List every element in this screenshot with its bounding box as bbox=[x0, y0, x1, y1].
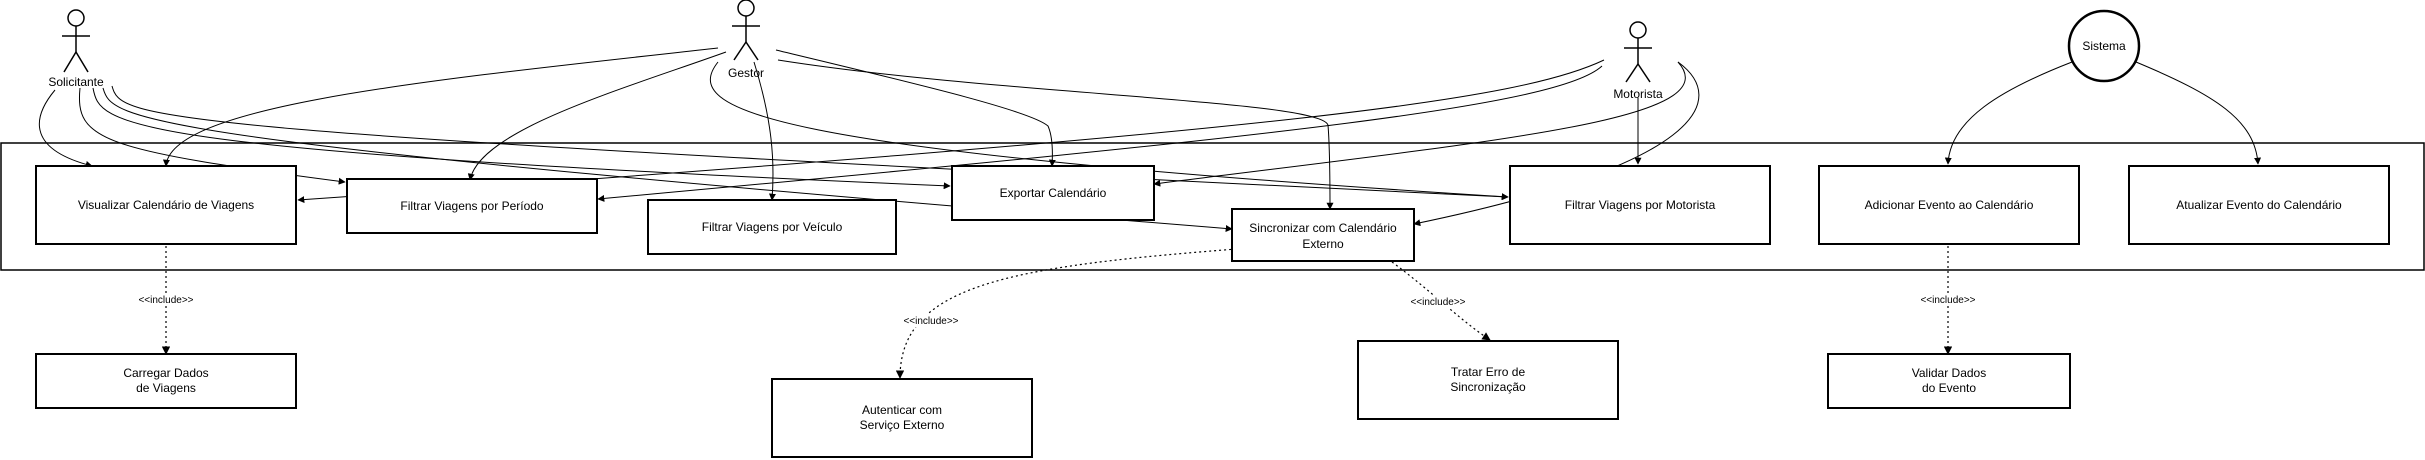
svg-text:Externo: Externo bbox=[1302, 237, 1344, 251]
assoc-solicitante-visualizar bbox=[38, 89, 93, 168]
assoc-gestor-filtrar-periodo bbox=[467, 51, 727, 181]
use-case-exportar-label: Exportar Calendário bbox=[1000, 186, 1107, 200]
use-case-sincronizar[interactable]: Sincronizar com Calendário Externo bbox=[1231, 208, 1415, 262]
use-case-filtrar-veiculo-label: Filtrar Viagens por Veículo bbox=[702, 220, 843, 234]
use-case-autenticar[interactable]: Autenticar com Serviço Externo bbox=[771, 378, 1033, 458]
assoc-gestor-visualizar bbox=[162, 47, 719, 167]
assoc-motorista-exportar bbox=[1153, 61, 1686, 187]
include-label-autenticar: <<include>> bbox=[903, 316, 958, 327]
actor-solicitante-label: Solicitante bbox=[48, 75, 104, 89]
assoc-solicitante-exportar bbox=[92, 87, 951, 190]
svg-text:Tratar Erro de: Tratar Erro de bbox=[1451, 365, 1526, 379]
svg-text:de Viagens: de Viagens bbox=[136, 381, 196, 395]
actor-sistema-label: Sistema bbox=[2082, 39, 2126, 53]
include-label-carregar: <<include>> bbox=[138, 295, 193, 306]
assoc-gestor-filtrar-veiculo bbox=[753, 61, 776, 201]
assoc-sistema-adicionar bbox=[1944, 61, 2073, 165]
use-case-atualizar-evento-label: Atualizar Evento do Calendário bbox=[2176, 198, 2342, 212]
use-case-sincronizar-label-2: Externo bbox=[1302, 237, 1344, 251]
use-case-tratar-erro[interactable]: Tratar Erro de Sincronização bbox=[1357, 340, 1619, 420]
use-case-carregar-dados-label-2: de Viagens bbox=[136, 381, 196, 395]
assoc-gestor-exportar bbox=[775, 49, 1056, 167]
use-case-filtrar-periodo-label: Filtrar Viagens por Período bbox=[400, 199, 544, 213]
use-case-filtrar-motorista[interactable]: Filtrar Viagens por Motorista bbox=[1509, 165, 1771, 245]
include-label-validar: <<include>> bbox=[1920, 295, 1975, 306]
use-case-adicionar-evento[interactable]: Adicionar Evento ao Calendário bbox=[1818, 165, 2080, 245]
include-relations bbox=[161, 245, 1953, 379]
actor-gestor-label: Gestor bbox=[728, 66, 764, 80]
svg-text:Validar Dados: Validar Dados bbox=[1912, 366, 1986, 380]
include-sincronizar-autenticar bbox=[895, 245, 1277, 379]
use-case-filtrar-periodo[interactable]: Filtrar Viagens por Período bbox=[346, 178, 598, 234]
svg-text:Autenticar com: Autenticar com bbox=[862, 403, 942, 417]
svg-text:Sincronizar com Calendário: Sincronizar com Calendário bbox=[1249, 221, 1397, 235]
use-case-validar-dados-label-2: do Evento bbox=[1922, 381, 1976, 395]
assoc-solicitante-sincronizar bbox=[102, 87, 1233, 232]
assoc-motorista-filtrar-periodo bbox=[597, 65, 1603, 202]
use-case-visualizar-label: Visualizar Calendário de Viagens bbox=[78, 198, 254, 212]
use-case-tratar-erro-label-1: Tratar Erro de bbox=[1451, 365, 1526, 379]
system-boundary bbox=[0, 142, 2425, 271]
use-case-sincronizar-label-1: Sincronizar com Calendário bbox=[1249, 221, 1397, 235]
svg-text:Carregar Dados: Carregar Dados bbox=[123, 366, 208, 380]
use-case-atualizar-evento[interactable]: Atualizar Evento do Calendário bbox=[2128, 165, 2390, 245]
actor-motorista-label: Motorista bbox=[1613, 87, 1663, 101]
use-case-validar-dados[interactable]: Validar Dados do Evento bbox=[1827, 353, 2071, 409]
associations bbox=[38, 47, 2262, 232]
svg-text:Serviço Externo: Serviço Externo bbox=[860, 418, 945, 432]
actor-gestor[interactable] bbox=[732, 0, 760, 61]
use-case-filtrar-motorista-label: Filtrar Viagens por Motorista bbox=[1565, 198, 1716, 212]
use-case-validar-dados-label-1: Validar Dados bbox=[1912, 366, 1986, 380]
use-case-carregar-dados-label-1: Carregar Dados bbox=[123, 366, 208, 380]
assoc-solicitante-motorista bbox=[111, 85, 1509, 201]
svg-text:do Evento: do Evento bbox=[1922, 381, 1976, 395]
use-case-filtrar-veiculo[interactable]: Filtrar Viagens por Veículo bbox=[647, 199, 897, 255]
include-label-tratar-erro: <<include>> bbox=[1410, 297, 1465, 308]
use-case-carregar-dados[interactable]: Carregar Dados de Viagens bbox=[35, 353, 297, 409]
use-case-visualizar[interactable]: Visualizar Calendário de Viagens bbox=[35, 165, 297, 245]
assoc-gestor-filtrar-motorista bbox=[709, 61, 1509, 201]
use-case-autenticar-label-2: Serviço Externo bbox=[860, 418, 945, 432]
assoc-sistema-atualizar bbox=[2135, 61, 2262, 165]
actor-sistema[interactable] bbox=[2067, 9, 2141, 83]
actor-motorista[interactable] bbox=[1624, 21, 1652, 83]
svg-text:Sincronização: Sincronização bbox=[1450, 380, 1526, 394]
use-case-tratar-erro-label-2: Sincronização bbox=[1450, 380, 1526, 394]
assoc-gestor-sincronizar bbox=[777, 59, 1334, 210]
actor-solicitante[interactable] bbox=[62, 9, 90, 73]
use-case-adicionar-evento-label: Adicionar Evento ao Calendário bbox=[1865, 198, 2034, 212]
use-case-exportar[interactable]: Exportar Calendário bbox=[951, 165, 1155, 221]
assoc-motorista-visualizar bbox=[297, 59, 1605, 204]
use-case-autenticar-label-1: Autenticar com bbox=[862, 403, 942, 417]
